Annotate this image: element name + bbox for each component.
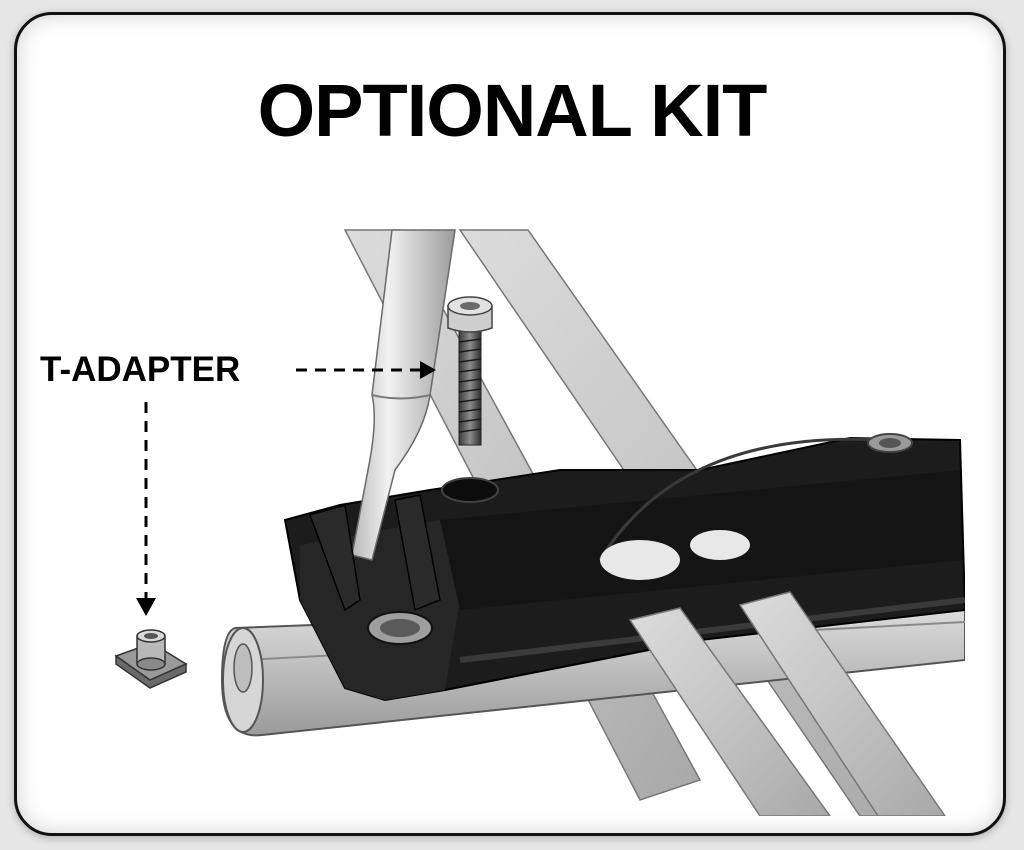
t-adapter-label: T-ADAPTER (40, 350, 241, 389)
page-title: OPTIONAL KIT (257, 69, 768, 152)
frame-tube-front-right (738, 591, 946, 816)
t-adapter-nut (114, 629, 188, 689)
arrow-to-t-adapter (136, 402, 156, 616)
clamp-jaw (309, 494, 441, 612)
arrow-to-tool (296, 361, 436, 379)
frame-tube-front-left (628, 607, 831, 816)
bolt-screw (447, 296, 493, 446)
frame-tube-tool (351, 229, 456, 561)
